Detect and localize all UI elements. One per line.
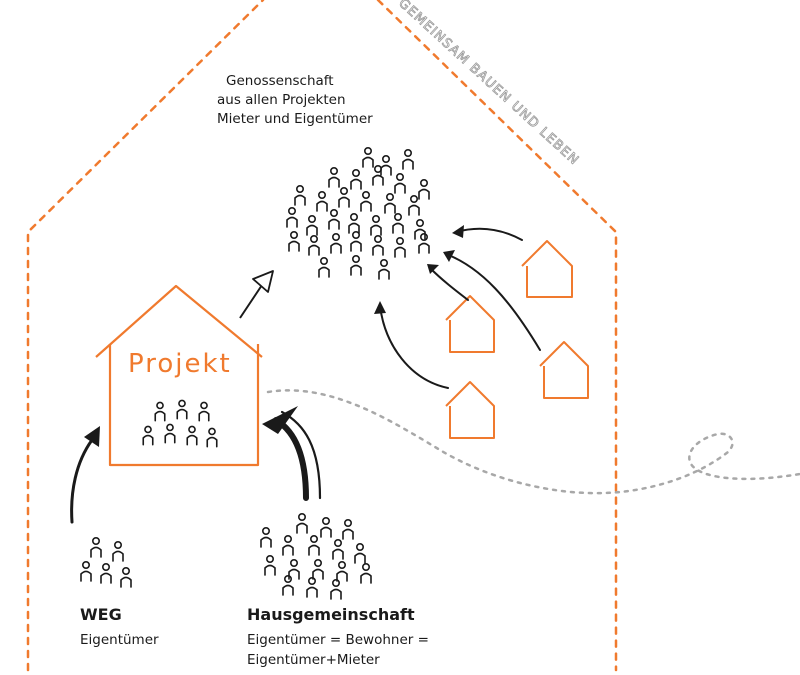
arrow-project-to-coop — [239, 284, 263, 319]
person-figure — [372, 165, 384, 186]
arrow-weg-to-project-head — [84, 426, 100, 447]
person-figure — [392, 213, 404, 234]
person-figure — [296, 512, 308, 534]
project-house — [95, 284, 263, 467]
person-figure — [288, 231, 300, 252]
hausgemeinschaft-title: Hausgemeinschaft — [247, 605, 415, 624]
person-figure — [330, 233, 342, 254]
person-figure — [380, 155, 392, 176]
person-figure — [288, 558, 300, 580]
arrows-to-crowd — [379, 227, 541, 389]
arrowheads — [374, 225, 464, 314]
person-figure — [378, 258, 390, 280]
people-layer — [80, 147, 430, 600]
person-figure — [198, 401, 210, 422]
person-figure — [342, 518, 354, 540]
person-figure — [408, 195, 420, 216]
person-figure — [360, 562, 372, 584]
person-figure — [294, 185, 306, 206]
small-house — [445, 381, 495, 439]
person-figure — [112, 540, 124, 562]
small-house — [539, 341, 589, 399]
coop-label-line1: Genossenschaft — [226, 73, 334, 89]
person-figure — [362, 147, 374, 168]
arrow-weg-to-project — [70, 438, 94, 524]
person-figure — [306, 215, 318, 236]
person-figure — [142, 425, 154, 446]
person-figure — [120, 566, 132, 588]
person-figure — [318, 256, 330, 278]
person-figure — [316, 191, 328, 212]
person-figure — [336, 560, 348, 582]
person-figure — [332, 538, 344, 560]
person-figure — [418, 179, 430, 200]
person-figure — [418, 233, 430, 254]
person-figure — [348, 213, 360, 234]
person-figure — [402, 149, 414, 170]
person-figure — [286, 207, 298, 228]
person-figure — [350, 169, 362, 190]
project-label: Projekt — [128, 349, 232, 379]
coop-label-line3: Mieter und Eigentümer — [217, 111, 373, 127]
person-figure — [328, 209, 340, 230]
person-figure — [338, 187, 350, 208]
person-figure — [80, 560, 92, 582]
person-figure — [312, 558, 324, 580]
person-figure — [320, 516, 332, 538]
person-figure — [372, 235, 384, 256]
arrow-haus-to-project — [273, 417, 309, 501]
hausgemeinschaft-line2: Eigentümer+Mieter — [247, 652, 380, 668]
person-figure — [360, 191, 372, 212]
person-figure — [384, 193, 396, 214]
person-figure — [90, 536, 102, 558]
person-figure — [282, 534, 294, 556]
small-house — [445, 295, 495, 353]
person-figure — [306, 576, 318, 598]
person-figure — [350, 255, 362, 276]
person-figure — [308, 235, 320, 256]
house-frame-outline — [26, 0, 618, 672]
person-figure — [394, 237, 406, 258]
person-figure — [282, 574, 294, 596]
small-house — [521, 240, 573, 298]
frame-label: GEMEINSAM BAUEN UND LEBEN — [395, 0, 582, 169]
person-figure — [328, 167, 340, 188]
arrow-project-to-coop-head — [252, 270, 274, 293]
person-figure — [186, 425, 198, 446]
person-figure — [308, 534, 320, 556]
person-figure — [154, 401, 166, 422]
weg-title: WEG — [80, 605, 122, 624]
hausgemeinschaft-line1: Eigentümer = Bewohner = — [247, 632, 429, 648]
person-figure — [176, 399, 188, 420]
person-figure — [354, 542, 366, 564]
person-figure — [260, 526, 272, 548]
person-figure — [330, 578, 342, 600]
person-figure — [414, 219, 426, 240]
person-figure — [370, 215, 382, 236]
dotted-path — [266, 389, 800, 495]
person-figure — [394, 173, 406, 194]
person-figure — [206, 427, 218, 448]
coop-label-line2: aus allen Projekten — [217, 92, 346, 108]
person-figure — [100, 562, 112, 584]
weg-subtitle: Eigentümer — [80, 632, 159, 648]
arrow-haus-to-project-head — [262, 406, 298, 434]
person-figure — [164, 423, 176, 444]
person-figure — [264, 554, 276, 576]
person-figure — [350, 231, 362, 252]
